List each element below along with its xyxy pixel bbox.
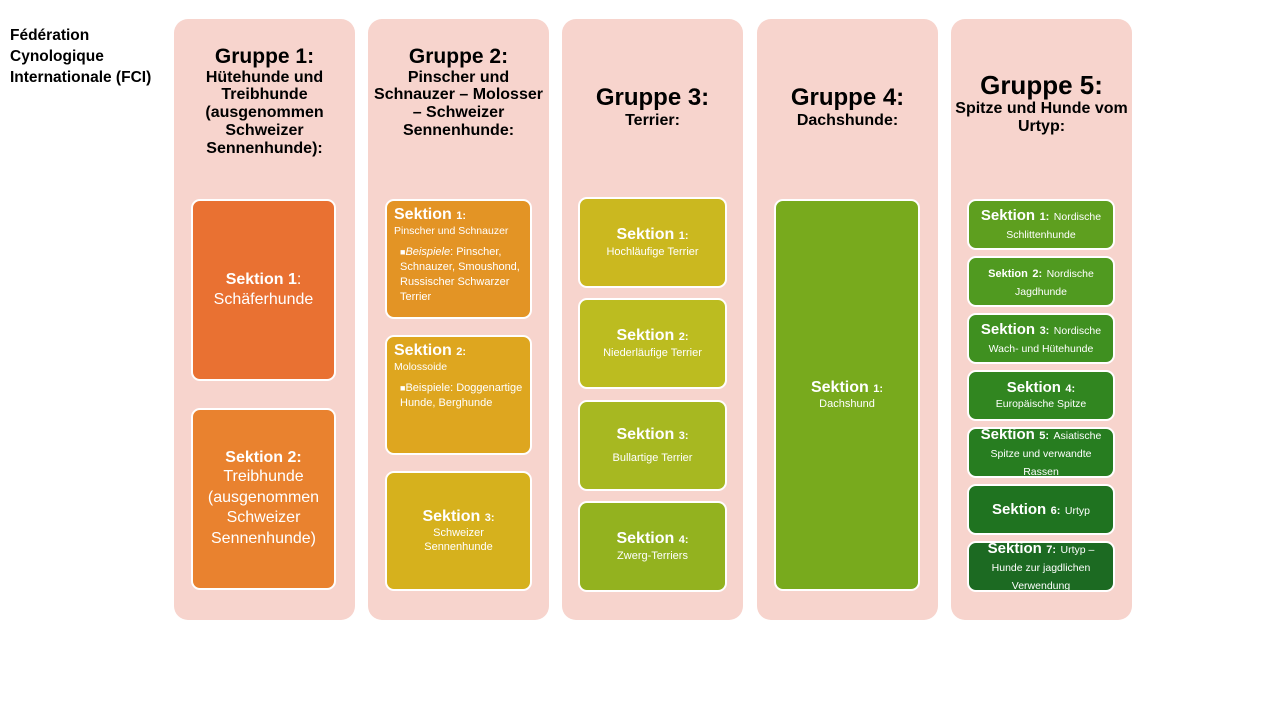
section-suffix: 4: xyxy=(1065,383,1076,396)
section-label: Sektion xyxy=(616,327,675,345)
group-2-number: Gruppe 2: xyxy=(408,45,509,68)
section-label: Sektion xyxy=(992,500,1047,518)
section-label: Sektion xyxy=(988,267,1028,280)
section-suffix: 3: xyxy=(484,511,495,524)
section-name: Molossoide xyxy=(394,361,448,374)
example-label: Beispiele xyxy=(405,382,451,395)
group-4-column: Gruppe 4: Dachshunde: Sektion 1: Dachshu… xyxy=(757,19,938,620)
group-3-section-3[interactable]: Sektion 3: Bullartige Terrier xyxy=(578,400,727,491)
section-suffix: : xyxy=(296,448,302,466)
section-label: Sektion xyxy=(422,507,481,525)
section-name: Asiatische Spitze und verwandte Rassen xyxy=(990,429,1102,478)
section-suffix: 1: xyxy=(678,230,689,243)
group-4-number: Gruppe 4: xyxy=(790,84,905,111)
group-2-section-1[interactable]: Sektion 1: Pinscher und Schnauzer ■Beisp… xyxy=(385,199,532,319)
section-name: Nordische Schlittenhunde xyxy=(1006,210,1102,241)
section-name: Nordische Wach- und Hütehunde xyxy=(988,324,1102,355)
group-5-section-5[interactable]: Sektion 5: Asiatische Spitze und verwand… xyxy=(967,427,1115,478)
section-label: Sektion xyxy=(980,206,1036,224)
section-name: Dachshund xyxy=(819,398,875,411)
section-name: Urtyp – Hunde zur jagdlichen Verwendung xyxy=(991,543,1095,592)
group-1-number: Gruppe 1: xyxy=(214,45,315,68)
section-label: Sektion xyxy=(394,206,452,223)
section-label: Sektion 1 xyxy=(225,270,297,288)
section-label: Sektion xyxy=(1006,379,1061,397)
section-name: Pinscher und Schnauzer xyxy=(394,225,509,238)
group-2-title: Gruppe 2: Pinscher und Schnauzer – Molos… xyxy=(368,45,549,140)
section-suffix: 5: xyxy=(1039,429,1050,442)
section-suffix: 6: xyxy=(1050,504,1061,517)
group-3-title: Gruppe 3: Terrier: xyxy=(562,84,743,130)
section-name: Niederläufige Terrier xyxy=(603,346,702,359)
group-3-number: Gruppe 3: xyxy=(595,84,710,111)
section-label: Sektion xyxy=(394,342,452,359)
example-text: : Pinscher, Schnauzer, Smoushond, Russis… xyxy=(400,246,520,303)
section-name: Urtyp xyxy=(1064,504,1090,517)
section-example: ■Beispiele: Pinscher, Schnauzer, Smousho… xyxy=(394,245,523,304)
group-1-title: Gruppe 1: Hütehunde und Treibhunde (ausg… xyxy=(174,45,355,158)
section-label: Sektion xyxy=(810,378,869,396)
group-5-section-4[interactable]: Sektion 4: Europäische Spitze xyxy=(967,370,1115,421)
section-suffix: 2: xyxy=(678,331,689,344)
group-3-section-1[interactable]: Sektion 1: Hochläufige Terrier xyxy=(578,197,727,288)
group-3-column: Gruppe 3: Terrier: Sektion 1: Hochläufig… xyxy=(562,19,743,620)
section-suffix: 1: xyxy=(873,382,884,395)
group-5-name: Spitze und Hunde vom Urtyp: xyxy=(955,100,1128,136)
group-5-section-2[interactable]: Sektion 2: Nordische Jagdhunde xyxy=(967,256,1115,307)
example-label: Beispiele xyxy=(405,246,451,259)
group-3-name: Terrier: xyxy=(625,111,680,129)
example-text: : Doggenartige Hunde, Berghunde xyxy=(400,382,523,409)
group-1-section-2[interactable]: Sektion 2: Treibhunde (ausgenommen Schwe… xyxy=(191,408,336,590)
bullet-icon: ■ xyxy=(400,383,406,394)
group-5-section-1[interactable]: Sektion 1: Nordische Schlittenhunde xyxy=(967,199,1115,250)
org-title: Fédération Cynologique Internationale (F… xyxy=(10,27,152,86)
group-5-section-7[interactable]: Sektion 7: Urtyp – Hunde zur jagdlichen … xyxy=(967,541,1115,592)
bullet-icon: ■ xyxy=(400,247,406,258)
section-name: Bullartige Terrier xyxy=(612,451,693,464)
group-3-section-2[interactable]: Sektion 2: Niederläufige Terrier xyxy=(578,298,727,389)
group-3-section-4[interactable]: Sektion 4: Zwerg-Terriers xyxy=(578,501,727,592)
section-suffix: 7: xyxy=(1046,543,1057,556)
section-suffix: : xyxy=(296,270,302,288)
group-1-name: Hütehunde und Treibhunde (ausgenommen Sc… xyxy=(205,68,324,158)
group-4-section-1[interactable]: Sektion 1: Dachshund xyxy=(774,199,920,591)
section-name: Hochläufige Terrier xyxy=(606,245,699,258)
section-example: ■Beispiele: Doggenartige Hunde, Berghund… xyxy=(394,381,523,411)
section-suffix: 3: xyxy=(1039,324,1050,337)
group-5-section-6[interactable]: Sektion 6: Urtyp xyxy=(967,484,1115,535)
section-suffix: 4: xyxy=(678,534,689,547)
group-5-number: Gruppe 5: xyxy=(980,70,1103,100)
section-name: Europäische Spitze xyxy=(995,398,1087,411)
section-label: Sektion 2 xyxy=(225,448,297,466)
section-name: Nordische Jagdhunde xyxy=(1015,267,1094,298)
section-name: Treibhunde (ausgenommen Schweizer Sennen… xyxy=(207,468,320,547)
section-name: Zwerg-Terriers xyxy=(617,549,688,562)
group-1-section-1[interactable]: Sektion 1: Schäferhunde xyxy=(191,199,336,381)
section-suffix: 1: xyxy=(1039,210,1050,223)
group-2-section-3[interactable]: Sektion 3: Schweizer Sennenhunde xyxy=(385,471,532,591)
group-2-section-2[interactable]: Sektion 2: Molossoide ■Beispiele: Doggen… xyxy=(385,335,532,455)
section-label: Sektion xyxy=(616,530,675,548)
section-label: Sektion xyxy=(980,320,1036,338)
section-suffix: 2: xyxy=(1032,267,1043,280)
section-label: Sektion xyxy=(987,541,1042,557)
group-4-title: Gruppe 4: Dachshunde: xyxy=(757,84,938,130)
section-label: Sektion xyxy=(616,226,675,244)
group-5-column: Gruppe 5: Spitze und Hunde vom Urtyp: Se… xyxy=(951,19,1132,620)
group-2-name: Pinscher und Schnauzer – Molosser – Schw… xyxy=(374,68,543,140)
group-1-column: Gruppe 1: Hütehunde und Treibhunde (ausg… xyxy=(174,19,355,620)
group-5-title: Gruppe 5: Spitze und Hunde vom Urtyp: xyxy=(951,70,1132,136)
section-name: Schweizer Sennenhunde xyxy=(424,526,493,554)
section-suffix: 1: xyxy=(456,210,467,222)
section-label: Sektion xyxy=(616,426,675,444)
section-name: Schäferhunde xyxy=(213,291,314,308)
section-suffix: 2: xyxy=(456,346,467,358)
group-4-name: Dachshunde: xyxy=(796,111,899,129)
group-5-section-3[interactable]: Sektion 3: Nordische Wach- und Hütehunde xyxy=(967,313,1115,364)
group-2-column: Gruppe 2: Pinscher und Schnauzer – Molos… xyxy=(368,19,549,620)
section-label: Sektion xyxy=(980,427,1035,443)
section-suffix: 3: xyxy=(678,430,689,443)
